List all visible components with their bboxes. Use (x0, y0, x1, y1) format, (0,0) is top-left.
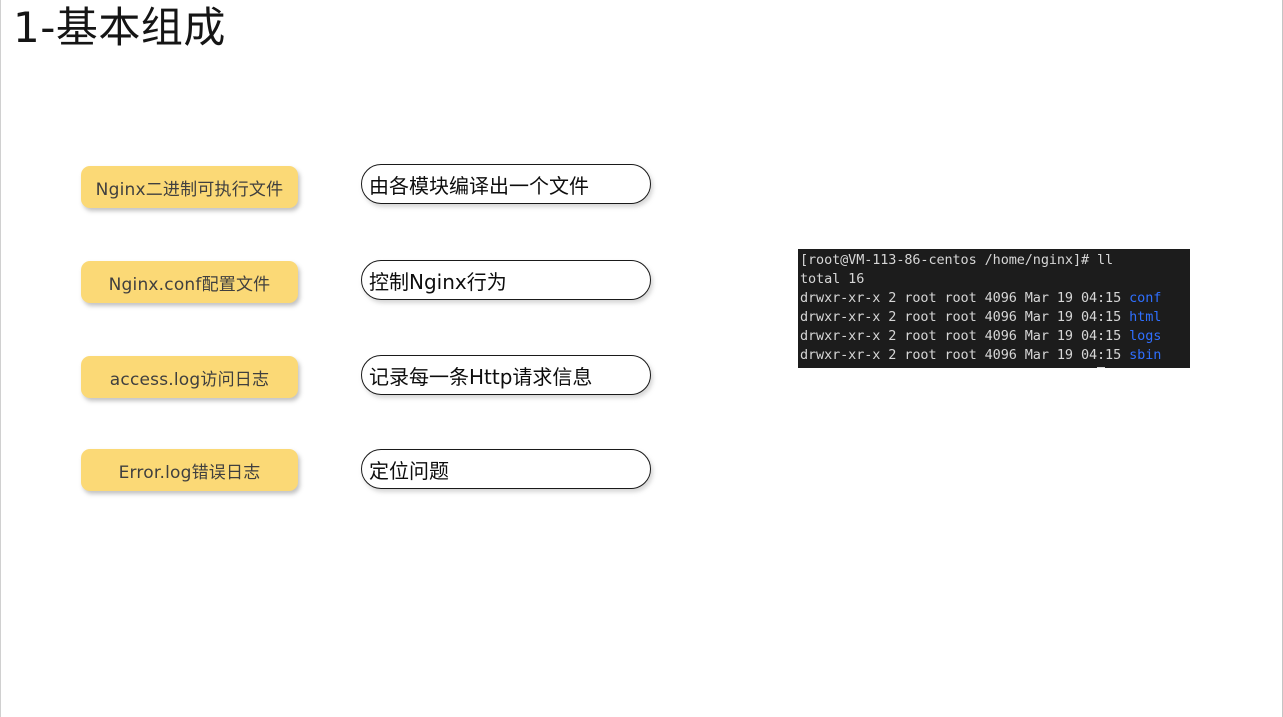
content-row: Nginx.conf配置文件 控制Nginx行为 (1, 260, 1282, 305)
terminal-line-entry: drwxr-xr-x 2 root root 4096 Mar 19 04:15… (800, 289, 1190, 308)
terminal-entry-name-html: html (1129, 309, 1162, 325)
concept-pill-nginx-binary[interactable]: Nginx二进制可执行文件 (81, 166, 298, 208)
terminal-prompt: [root@VM-113-86-centos /home/nginx]# (800, 366, 1097, 368)
description-box-error-log[interactable]: 定位问题 (361, 449, 651, 489)
terminal-line-entry: drwxr-xr-x 2 root root 4096 Mar 19 04:15… (800, 346, 1190, 365)
concept-pill-nginx-conf[interactable]: Nginx.conf配置文件 (81, 261, 298, 303)
pill-label: Nginx二进制可执行文件 (95, 179, 284, 200)
page-title: 1-基本组成 (13, 3, 226, 52)
concept-pill-access-log[interactable]: access.log访问日志 (81, 356, 298, 398)
description-label: 由各模块编译出一个文件 (369, 173, 589, 198)
description-box-access-log[interactable]: 记录每一条Http请求信息 (361, 355, 651, 395)
terminal-entry-name-logs: logs (1129, 328, 1162, 344)
terminal-line-total: total 16 (800, 271, 865, 287)
content-row: Nginx二进制可执行文件 由各模块编译出一个文件 (1, 164, 1282, 210)
terminal-entry-meta: drwxr-xr-x 2 root root 4096 Mar 19 04:15 (800, 290, 1130, 306)
terminal-entry-name-conf: conf (1129, 290, 1162, 306)
terminal-entry-meta: drwxr-xr-x 2 root root 4096 Mar 19 04:15 (800, 347, 1130, 363)
content-row: access.log访问日志 记录每一条Http请求信息 (1, 355, 1282, 400)
description-label: 控制Nginx行为 (369, 269, 507, 294)
concept-pill-error-log[interactable]: Error.log错误日志 (81, 449, 298, 491)
pill-label: access.log访问日志 (109, 369, 270, 390)
terminal-entry-meta: drwxr-xr-x 2 root root 4096 Mar 19 04:15 (800, 309, 1130, 325)
terminal-line-prompt-command: [root@VM-113-86-centos /home/nginx]# ll (800, 252, 1114, 268)
content-row: Error.log错误日志 定位问题 (1, 449, 1282, 493)
terminal-cursor (1097, 367, 1106, 368)
description-box-nginx-conf[interactable]: 控制Nginx行为 (361, 260, 651, 300)
terminal-screenshot: [root@VM-113-86-centos /home/nginx]# ll … (798, 249, 1190, 368)
terminal-entry-meta: drwxr-xr-x 2 root root 4096 Mar 19 04:15 (800, 328, 1130, 344)
terminal-line-entry: drwxr-xr-x 2 root root 4096 Mar 19 04:15… (800, 327, 1190, 346)
terminal-entry-name-sbin: sbin (1129, 347, 1162, 363)
pill-label: Error.log错误日志 (118, 462, 261, 483)
description-label: 定位问题 (369, 458, 449, 483)
description-label: 记录每一条Http请求信息 (369, 364, 593, 389)
pill-label: Nginx.conf配置文件 (108, 274, 271, 295)
terminal-line-prompt-trailing: [root@VM-113-86-centos /home/nginx]# (800, 365, 1190, 368)
terminal-line-entry: drwxr-xr-x 2 root root 4096 Mar 19 04:15… (800, 308, 1190, 327)
description-box-nginx-binary[interactable]: 由各模块编译出一个文件 (361, 164, 651, 204)
